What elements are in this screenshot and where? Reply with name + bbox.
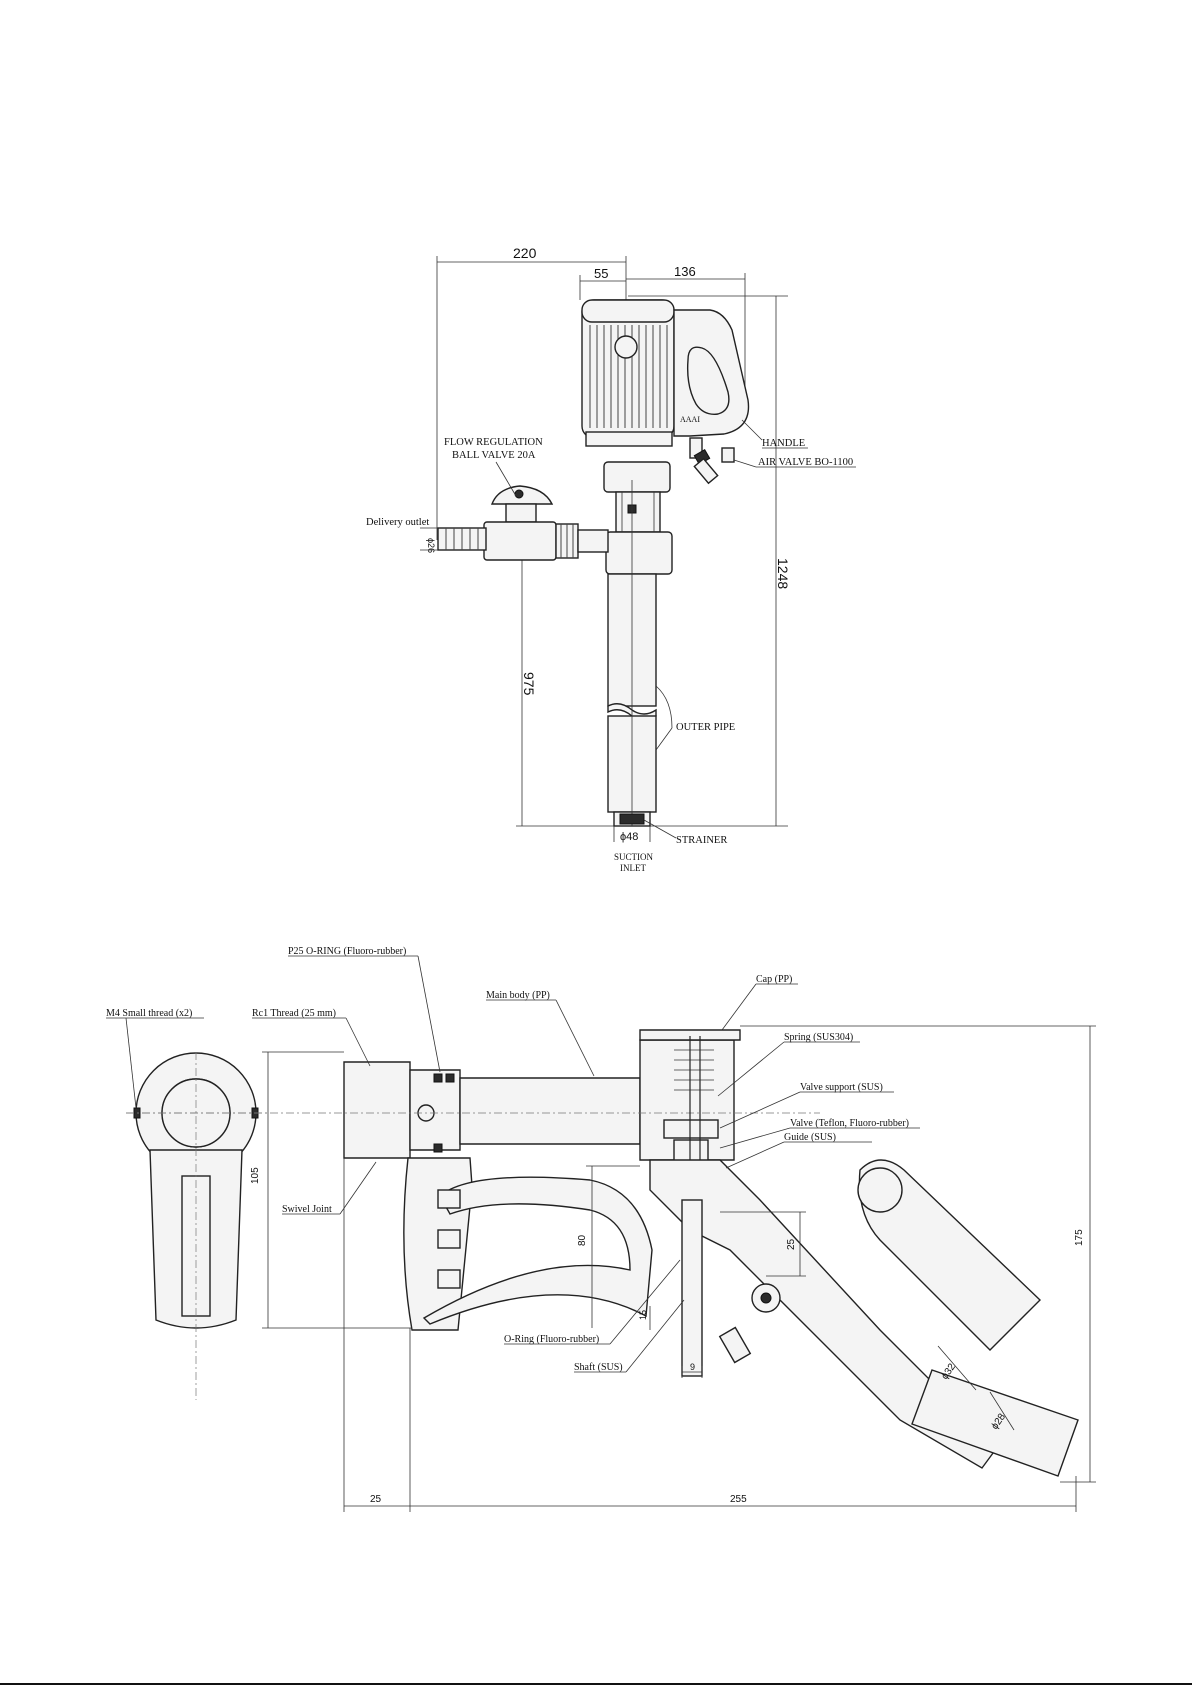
label-spring: Spring (SUS304) [717, 1032, 860, 1097]
label-p25-oring: P25 O-RING (Fluoro-rubber) [288, 946, 441, 1073]
svg-text:Delivery outlet: Delivery outlet [366, 517, 429, 528]
label-oring: O-Ring (Fluoro-rubber) [504, 1259, 681, 1345]
svg-text:AAAI: AAAI [680, 415, 700, 424]
strainer [619, 813, 645, 825]
svg-text:220: 220 [513, 245, 537, 261]
dimension-55: 55 [579, 266, 626, 300]
svg-text:Main body (PP): Main body (PP) [486, 990, 550, 1001]
svg-text:Guide (SUS): Guide (SUS) [784, 1132, 836, 1143]
svg-text:STRAINER: STRAINER [676, 835, 727, 846]
svg-text:136: 136 [674, 264, 696, 279]
svg-text:FLOW REGULATION: FLOW REGULATION [444, 437, 543, 448]
dimension-15: 15 [638, 1306, 651, 1330]
trigger-handle [403, 1157, 653, 1331]
label-outer-pipe: OUTER PIPE [655, 685, 735, 751]
dimension-48: ϕ48 [613, 826, 651, 843]
svg-text:55: 55 [594, 266, 608, 281]
svg-text:25: 25 [370, 1494, 382, 1505]
svg-text:O-Ring (Fluoro-rubber): O-Ring (Fluoro-rubber) [504, 1334, 599, 1345]
dimension-255: 255 [410, 1476, 1077, 1512]
dimension-25-vertical: 25 [720, 1211, 806, 1277]
label-main-body: Main body (PP) [486, 990, 595, 1077]
drum-pump-drawing: 220 55 136 1248 975 [366, 245, 856, 873]
label-handle: HANDLE [741, 419, 808, 449]
svg-text:INLET: INLET [620, 863, 646, 873]
label-suction-inlet: SUCTION INLET [614, 852, 654, 873]
svg-text:25: 25 [786, 1238, 797, 1250]
nozzle-end-view [126, 1052, 270, 1400]
svg-text:105: 105 [250, 1167, 261, 1184]
svg-text:Swivel Joint: Swivel Joint [282, 1204, 332, 1215]
lever-and-shaft [681, 1199, 781, 1377]
nozzle-drawing: 105 175 80 25 15 9 [0, 946, 1192, 1685]
label-delivery-outlet: Delivery outlet [366, 517, 429, 528]
dimension-80: 80 [577, 1165, 640, 1328]
label-rc1-thread: Rc1 Thread (25 mm) [252, 1008, 371, 1067]
svg-text:ϕ48: ϕ48 [620, 831, 638, 843]
pump-handle: AAAI [673, 309, 750, 437]
dimension-9: 9 [681, 1362, 703, 1378]
svg-text:Valve support (SUS): Valve support (SUS) [800, 1082, 883, 1093]
svg-text:255: 255 [730, 1494, 747, 1505]
motor-housing [581, 299, 675, 447]
outer-pipe [607, 480, 657, 827]
svg-text:ϕ26: ϕ26 [426, 538, 436, 553]
union-nut [555, 523, 609, 559]
svg-text:1248: 1248 [775, 558, 791, 589]
svg-text:9: 9 [690, 1362, 695, 1372]
dimension-220: 220 [436, 245, 627, 540]
label-valve: Valve (Teflon, Fluoro-rubber) [719, 1118, 920, 1149]
dimension-105: 105 [250, 1051, 412, 1329]
label-flow-regulation: FLOW REGULATION BALL VALVE 20A [444, 437, 543, 497]
svg-text:Shaft (SUS): Shaft (SUS) [574, 1362, 623, 1373]
label-swivel-joint: Swivel Joint [282, 1161, 377, 1215]
svg-text:P25 O-RING (Fluoro-rubber): P25 O-RING (Fluoro-rubber) [288, 946, 406, 957]
nozzle-spout [649, 1159, 1079, 1477]
ball-valve [483, 485, 557, 561]
svg-text:OUTER PIPE: OUTER PIPE [676, 722, 735, 733]
pump-coupling [603, 461, 673, 575]
svg-text:175: 175 [1074, 1229, 1085, 1246]
svg-text:Rc1 Thread (25 mm): Rc1 Thread (25 mm) [252, 1008, 336, 1019]
svg-text:HANDLE: HANDLE [762, 438, 805, 449]
label-cap: Cap (PP) [721, 974, 798, 1031]
dimension-175: 175 [740, 1025, 1096, 1483]
label-guide: Guide (SUS) [725, 1132, 872, 1169]
svg-text:80: 80 [577, 1234, 588, 1246]
svg-text:Valve (Teflon, Fluoro-rubber): Valve (Teflon, Fluoro-rubber) [790, 1118, 909, 1129]
svg-text:15: 15 [638, 1310, 648, 1320]
label-air-valve: AIR VALVE BO-1100 [733, 457, 856, 468]
dimension-25-horizontal: 25 [343, 1158, 411, 1512]
svg-text:M4 Small thread (x2): M4 Small thread (x2) [106, 1008, 192, 1019]
svg-text:BALL VALVE 20A: BALL VALVE 20A [452, 450, 536, 461]
air-valve-fitting [689, 437, 735, 485]
svg-text:Cap (PP): Cap (PP) [756, 974, 792, 985]
svg-text:SUCTION: SUCTION [614, 852, 654, 862]
delivery-hose-barb: ϕ26 [420, 527, 487, 553]
label-strainer: STRAINER [643, 819, 727, 846]
label-m4-thread: M4 Small thread (x2) [106, 1008, 204, 1109]
svg-text:AIR VALVE BO-1100: AIR VALVE BO-1100 [758, 457, 853, 468]
label-valve-support: Valve support (SUS) [719, 1082, 894, 1129]
svg-text:Spring (SUS304): Spring (SUS304) [784, 1032, 853, 1043]
svg-text:975: 975 [521, 672, 537, 696]
label-shaft: Shaft (SUS) [574, 1299, 685, 1373]
